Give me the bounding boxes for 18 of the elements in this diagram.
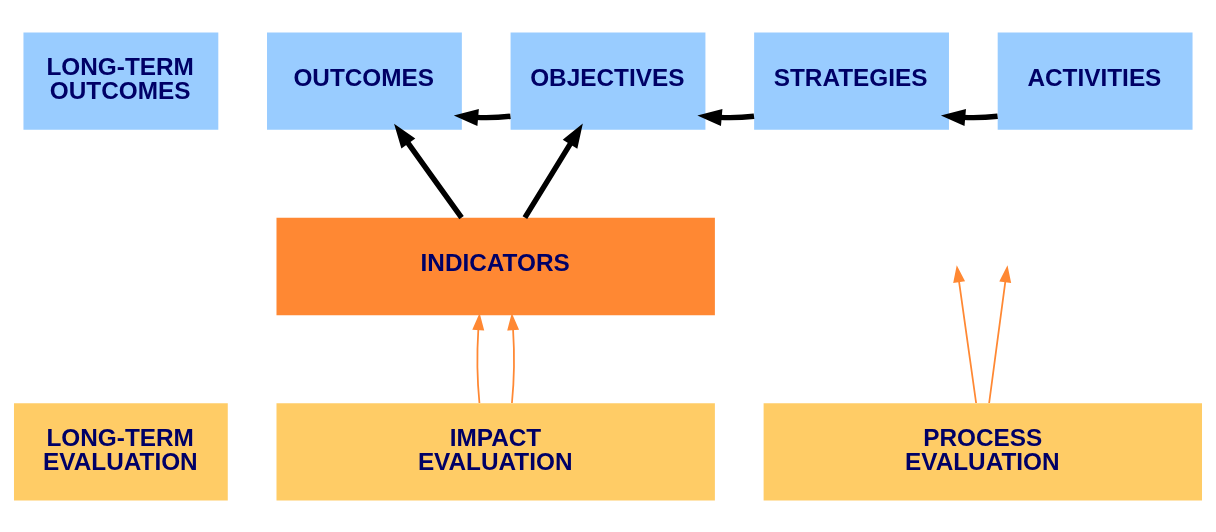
node-box: STRATEGIES [754, 31, 949, 130]
node-box: IMPACT EVALUATION [276, 402, 715, 501]
arrow [394, 123, 464, 219]
arrow [988, 264, 1012, 404]
arrow [940, 108, 998, 126]
arrow [522, 122, 583, 219]
node-box: LONG-TERM EVALUATION [14, 402, 228, 501]
node-box: LONG-TERM OUTCOMES [23, 31, 219, 130]
arrow [507, 312, 520, 404]
node-box: OUTCOMES [267, 31, 462, 130]
node-box: OBJECTIVES [510, 31, 706, 130]
arrow [472, 312, 485, 404]
arrow [453, 108, 511, 126]
node-box: PROCESS EVALUATION [763, 402, 1202, 501]
arrow [953, 264, 977, 404]
node-box: ACTIVITIES [997, 31, 1193, 130]
node-box: INDICATORS [276, 217, 715, 315]
arrow [697, 108, 755, 126]
